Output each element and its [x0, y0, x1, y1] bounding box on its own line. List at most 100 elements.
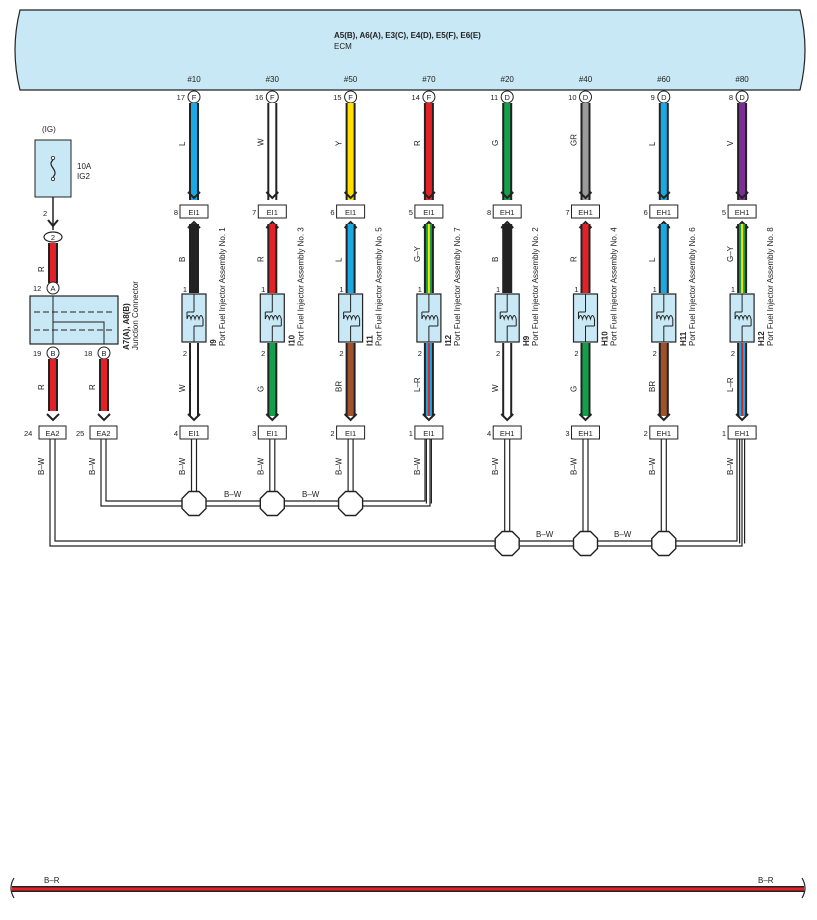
top-connector-pin: 8 [174, 208, 178, 217]
low-wire-label: L–R [413, 377, 422, 392]
mid-wire-core [504, 224, 511, 293]
fuse-name: IG2 [77, 172, 90, 181]
top-connector-box [492, 204, 522, 219]
top-connector-box [571, 204, 600, 219]
low-wire-arrow [578, 413, 593, 422]
bottom-connector-pin: 3 [565, 429, 569, 438]
mid-wire-core [191, 224, 197, 293]
ecm-terminal-label: #40 [579, 75, 593, 84]
junction-conn-b-pin: 25 [76, 429, 84, 438]
ground-wire-label: B–W [570, 457, 579, 475]
injector-pin-2: 2 [339, 349, 343, 358]
ground-wire-label: B–W [335, 457, 344, 475]
upper-bus-inner [105, 439, 426, 502]
ground-wire-label: B–W [491, 457, 500, 475]
lower-bus-label-2: B–W [614, 530, 632, 539]
ecm-pin-letter: D [504, 93, 510, 102]
bottom-connector-label: EI1 [345, 429, 356, 438]
ground-wire-label: B–W [726, 457, 735, 475]
bottom-connector-pin: 2 [644, 429, 648, 438]
injector-pin-2: 2 [496, 349, 500, 358]
splice-marker-label: 2 [51, 233, 55, 242]
bottom-bus-label-left: B–R [44, 876, 60, 885]
low-wire-core [504, 343, 511, 416]
top-wire-core [660, 103, 667, 200]
injector-id: H11 [679, 331, 688, 346]
injector-id: I11 [366, 335, 375, 346]
top-wire-core [504, 103, 511, 200]
bottom-connector-label: EH1 [500, 429, 515, 438]
low-wire-arrow [735, 413, 749, 422]
ecm-connectors-label: A5(B), A6(A), E3(C), E4(D), E5(F), E6(E) [334, 31, 481, 40]
ecm-pin-number: 15 [333, 93, 341, 102]
junction-gnd-a-label: B–W [37, 457, 46, 475]
injector-coil-icon [186, 315, 204, 321]
low-wire-core [582, 343, 589, 416]
low-wire-label: BR [648, 381, 657, 392]
fuse-terminal-top [51, 155, 56, 160]
injector-pin-2: 2 [574, 349, 578, 358]
injector-pin-1: 1 [183, 285, 187, 294]
low-wire-label: BR [335, 381, 344, 392]
lower-bus-outer [49, 439, 743, 547]
bottom-connector-box [414, 425, 444, 440]
bottom-connector-box [649, 425, 679, 440]
fuse-symbol [50, 159, 56, 178]
injector-coil-icon [656, 315, 674, 321]
junction-pin-in: 12 [33, 284, 41, 293]
ecm-pin-number: 14 [412, 93, 420, 102]
ground-splice-icon [572, 530, 599, 557]
injector-id: H10 [601, 331, 610, 346]
ground-splice-icon [494, 530, 520, 557]
top-connector-box [414, 204, 444, 219]
low-wire-core [660, 343, 667, 416]
junction-pin-out-a: 19 [33, 349, 41, 358]
top-connector-box [649, 204, 679, 219]
injector-pin-2: 2 [418, 349, 422, 358]
junction-wire-a-arrow [46, 413, 60, 422]
top-wire-core [425, 103, 432, 200]
injector-name: Port Fuel Injector Assembly No. 8 [766, 227, 775, 346]
junction-pin-out-b-letter: B [101, 349, 106, 358]
ecm-pin-letter: F [348, 93, 353, 102]
junction-pin-in-letter: A [50, 284, 55, 293]
junction-conn-b-box [89, 425, 118, 440]
ground-splice-icon [337, 490, 364, 517]
injector-coil-icon [734, 315, 752, 321]
injector-name: Port Fuel Injector Assembly No. 2 [531, 227, 540, 346]
low-wire-arrow [422, 413, 436, 422]
bottom-connector-box [336, 425, 366, 440]
top-connector-label: EI1 [188, 208, 199, 217]
top-connector-pin: 5 [722, 208, 726, 217]
mid-wire-label: R [256, 256, 265, 262]
bottom-bus: B–R B–R [10, 876, 806, 899]
injector-coil-icon [421, 315, 439, 321]
injector-name: Port Fuel Injector Assembly No. 7 [453, 227, 462, 346]
upper-bus-label-1: B–W [224, 490, 242, 499]
junction-bridge [52, 296, 105, 344]
junction-pin-out-b: 18 [84, 349, 92, 358]
ecm-pin-letter: D [583, 93, 589, 102]
low-wire-core [269, 343, 276, 416]
top-wire-arrow [657, 191, 671, 200]
ecm-pin-number: 11 [490, 93, 498, 102]
top-wire-arrow [422, 191, 436, 200]
junction-gnd-b-label: B–W [88, 457, 97, 475]
ecm-terminal-label: #50 [344, 75, 358, 84]
mid-wire-core [347, 224, 354, 293]
junction-body [29, 295, 119, 345]
top-connector-label: EH1 [578, 208, 593, 217]
ecm-terminal-label: #70 [422, 75, 436, 84]
feed-wire-core [50, 243, 56, 283]
fuse-block: (IG) 10A IG2 2 2 [34, 125, 92, 243]
junction-wire-a-label: R [37, 384, 46, 390]
bottom-bus-core [12, 887, 804, 891]
bottom-bus-label-right: B–R [758, 876, 774, 885]
top-connector-label: EI1 [423, 208, 434, 217]
ecm-terminal-label: #10 [187, 75, 201, 84]
lower-bus-label-1: B–W [536, 530, 554, 539]
injector-name: Port Fuel Injector Assembly No. 5 [375, 227, 384, 346]
